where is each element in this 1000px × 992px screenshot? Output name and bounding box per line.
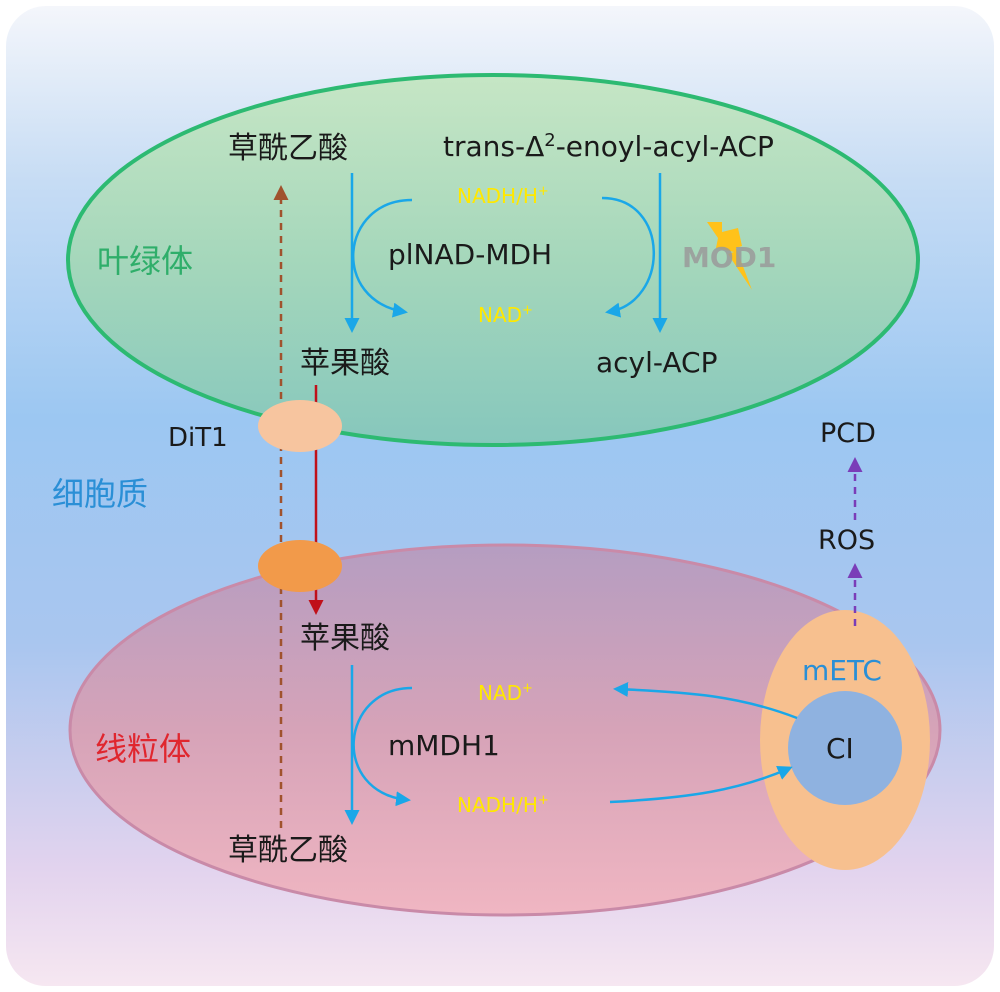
nadh-to-ci-arrow [609, 765, 793, 804]
enoyl-acp-label: trans-Δ2-enoyl-acyl-ACP [443, 130, 774, 163]
mito-nadh-label: NADH/H+ [457, 793, 549, 817]
cytoplasm-label: 细胞质 [52, 475, 148, 513]
mitochondrion-label: 线粒体 [95, 730, 191, 768]
mito-nad-label: NAD+ [478, 681, 533, 705]
chloroplast-membrane [66, 73, 920, 447]
chloroplast-nadh-label: NADH/H+ [457, 184, 549, 208]
dit1-label: DiT1 [168, 423, 228, 453]
mmdh1-label: mMDH1 [388, 729, 500, 762]
mito-transporter [258, 540, 342, 592]
mito-oaa-label: 草酰乙酸 [228, 833, 348, 868]
mito-malate-label: 苹果酸 [300, 621, 390, 656]
chloroplast-label: 叶绿体 [97, 242, 193, 280]
ros-label: ROS [818, 525, 875, 556]
nadh-oxidation-arrow [352, 198, 413, 318]
lightning-bolt-icon [707, 222, 752, 290]
metc-label: mETC [802, 654, 882, 687]
chloroplast-malate-label: 苹果酸 [300, 346, 390, 381]
nad-regeneration-arrow [601, 196, 655, 318]
acyl-acp-label: acyl-ACP [596, 346, 718, 379]
complex-one [788, 691, 902, 805]
chloroplast-oaa-label: 草酰乙酸 [228, 131, 348, 166]
ci-to-nad-arrow [613, 681, 798, 720]
chloroplast-nad-label: NAD+ [478, 303, 533, 327]
nad-reduction-arrow [352, 686, 413, 807]
mitochondrion-membrane [68, 543, 942, 917]
mod1-label: MOD1 [682, 241, 776, 274]
plnad-mdh-label: plNAD-MDH [388, 238, 552, 271]
dit1-transporter [258, 400, 342, 452]
pcd-label: PCD [820, 418, 876, 449]
ci-label: CI [826, 732, 854, 765]
